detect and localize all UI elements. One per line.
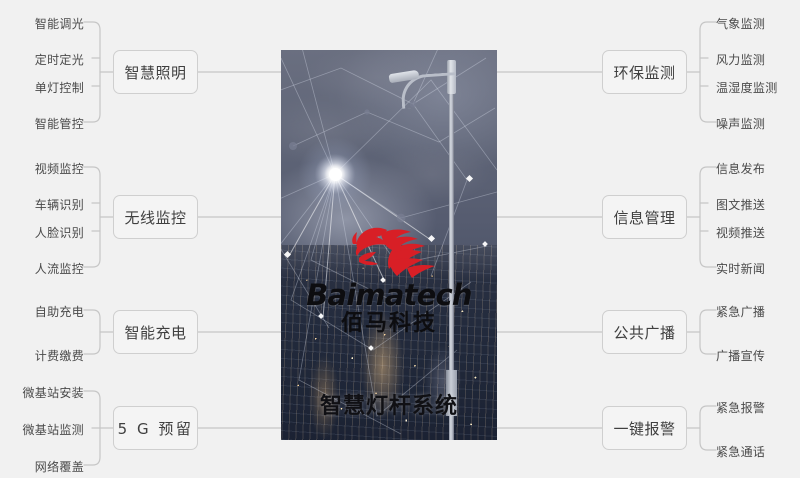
node-label: 公共广播: [613, 323, 676, 342]
street-lamp-pole: [449, 60, 454, 440]
node-label: 智能充电: [124, 323, 187, 342]
node-5g-reserved[interactable]: 5 G 预留: [113, 406, 198, 450]
node-label: 信息管理: [613, 208, 676, 227]
node-label: 5 G 预留: [117, 419, 194, 438]
node-environment-monitoring[interactable]: 环保监测: [602, 50, 687, 94]
leaf-micro-base-station-monitor[interactable]: 微基站监测: [22, 423, 84, 437]
node-one-key-alarm[interactable]: 一键报警: [602, 406, 687, 450]
pole-mid-device-box: [446, 370, 457, 416]
node-label: 无线监控: [124, 208, 187, 227]
leaf-video-push[interactable]: 视频推送: [716, 226, 766, 240]
node-smart-charging[interactable]: 智能充电: [113, 310, 198, 354]
product-hero-image: Baimatech 佰马科技 智慧灯杆系统: [281, 50, 497, 440]
leaf-micro-base-station-install[interactable]: 微基站安装: [22, 386, 84, 400]
node-wireless-monitoring[interactable]: 无线监控: [113, 195, 198, 239]
leaf-information-release[interactable]: 信息发布: [716, 162, 766, 176]
node-label: 一键报警: [613, 419, 676, 438]
node-smart-lighting[interactable]: 智慧照明: [113, 50, 198, 94]
leaf-face-recognition[interactable]: 人脸识别: [34, 226, 84, 240]
network-mesh-overlay: [281, 50, 497, 435]
node-label: 环保监测: [613, 63, 676, 82]
leaf-emergency-call[interactable]: 紧急通话: [716, 445, 766, 459]
leaf-realtime-news[interactable]: 实时新闻: [716, 262, 766, 276]
aerial-city-night-background: [281, 245, 497, 440]
leaf-video-surveillance[interactable]: 视频监控: [34, 162, 84, 176]
node-public-broadcasting[interactable]: 公共广播: [602, 310, 687, 354]
leaf-wind-monitoring[interactable]: 风力监测: [716, 53, 766, 67]
leaf-broadcast-publicity[interactable]: 广播宣传: [716, 349, 766, 363]
leaf-crowd-monitoring[interactable]: 人流监控: [34, 262, 84, 276]
leaf-image-text-push[interactable]: 图文推送: [716, 198, 766, 212]
leaf-billing-payment[interactable]: 计费缴费: [34, 349, 84, 363]
leaf-timed-lighting[interactable]: 定时定光: [34, 53, 84, 67]
leaf-noise-monitoring[interactable]: 噪声监测: [716, 117, 766, 131]
node-label: 智慧照明: [124, 63, 187, 82]
leaf-network-coverage[interactable]: 网络覆盖: [34, 460, 84, 474]
pole-top-device-box: [447, 60, 456, 94]
hero-caption: 智慧灯杆系统: [319, 394, 458, 419]
leaf-smart-management[interactable]: 智能管控: [34, 117, 84, 131]
leaf-emergency-alarm[interactable]: 紧急报警: [716, 401, 766, 415]
light-flare-core: [328, 167, 342, 181]
node-information-management[interactable]: 信息管理: [602, 195, 687, 239]
leaf-weather-monitoring[interactable]: 气象监测: [716, 17, 766, 31]
leaf-temp-humidity-monitoring[interactable]: 温湿度监测: [716, 81, 778, 95]
leaf-smart-dimming[interactable]: 智能调光: [34, 17, 84, 31]
leaf-self-service-charging[interactable]: 自助充电: [34, 305, 84, 319]
leaf-vehicle-recognition[interactable]: 车辆识别: [34, 198, 84, 212]
leaf-single-lamp-control[interactable]: 单灯控制: [34, 81, 84, 95]
leaf-emergency-broadcast[interactable]: 紧急广播: [716, 305, 766, 319]
